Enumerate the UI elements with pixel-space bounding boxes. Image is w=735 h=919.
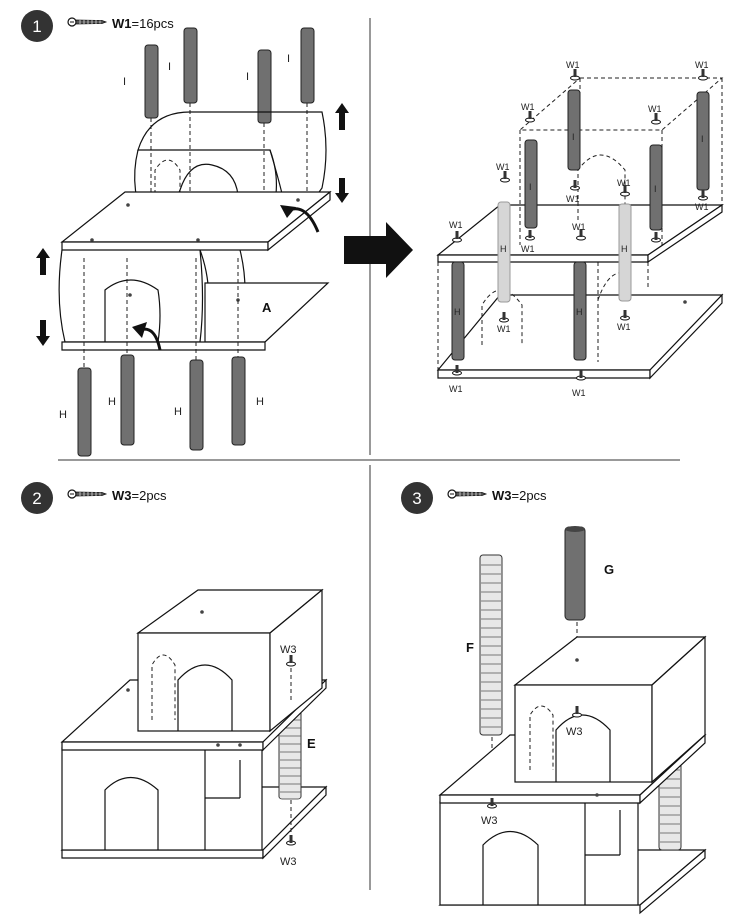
step-2-screw-code: W3: [112, 488, 132, 503]
step-3-screw-qty: =2pcs: [512, 488, 548, 503]
step-1-number: 1: [32, 17, 41, 36]
step-1-bottom-board: [61, 341, 266, 351]
panel-label-a: A: [262, 300, 272, 315]
screw-icon: [67, 489, 107, 499]
step-2-upper-cube-front: [137, 632, 271, 732]
screw-label-w1-5: W1: [496, 162, 510, 172]
step-3-spring-f-coils: [481, 564, 501, 728]
part-label-f: F: [466, 640, 474, 655]
post-label-i-1: I: [123, 76, 126, 88]
arrow-up-icon: [36, 248, 50, 275]
post-label-i-3: I: [246, 71, 249, 83]
step-2-screw-qty: =2pcs: [132, 488, 168, 503]
screw-label-w1-7: W1: [449, 220, 463, 230]
big-right-arrow-icon: [344, 222, 413, 278]
screw-label-w1-10: W1: [695, 202, 709, 212]
post-label-h-r4: H: [621, 244, 628, 254]
step-3-upper-cube-front: [514, 684, 653, 783]
arrow-up-icon: [335, 103, 349, 130]
screw-label-w1-2: W1: [695, 60, 709, 70]
step-3-number: 3: [412, 489, 421, 508]
step-3-screw-spec: W3=2pcs: [492, 488, 547, 503]
step-3-spring-f: [479, 554, 503, 736]
post-label-h-1: H: [59, 409, 67, 421]
post-label-h-3: H: [174, 406, 182, 418]
arrow-down-icon: [335, 178, 349, 203]
screw-label-w1-1: W1: [566, 60, 580, 70]
post-label-i-4: I: [287, 53, 290, 65]
step-2-lower-box: [61, 747, 263, 851]
post-label-i-r1: I: [529, 182, 532, 192]
screw-label-w3-2: W3: [280, 856, 297, 868]
post-label-h-4: H: [256, 396, 264, 408]
step-1-top-posts: [144, 27, 315, 124]
screw-label-w1-14: W1: [449, 384, 463, 394]
screw-label-w1-3: W1: [521, 102, 535, 112]
step-3-screw-code: W3: [492, 488, 512, 503]
step-1-lower-arch: [104, 279, 161, 343]
screw-icon: [447, 489, 487, 499]
step-2-screw-spec: W3=2pcs: [112, 488, 167, 503]
post-label-h-r2: H: [576, 307, 583, 317]
screw-label-w1-11: W1: [521, 244, 535, 254]
step-1-screw-qty: =16pcs: [132, 16, 175, 31]
step-1-screw-spec: W1=16pcs: [112, 16, 174, 31]
part-label-g: G: [604, 562, 614, 577]
step-1-guides-bottom: [83, 258, 239, 368]
screw-label-w1-9: W1: [566, 194, 580, 204]
screw-label-w3-1: W3: [280, 644, 297, 656]
post-label-h-r1: H: [454, 307, 461, 317]
post-label-i-2: I: [168, 61, 171, 73]
step-2-number: 2: [32, 489, 41, 508]
screw-icon: [67, 17, 107, 27]
post-label-i-r3: I: [654, 184, 657, 194]
part-label-e: E: [307, 736, 316, 751]
step-1-bottom-posts: [77, 354, 246, 457]
post-label-i-r2: I: [572, 132, 575, 142]
post-label-h-2: H: [108, 396, 116, 408]
arrow-down-icon: [36, 320, 50, 346]
step-2-screw-bottom: [286, 834, 296, 846]
step-1-badge: [21, 10, 53, 42]
step-3-badge: [401, 482, 433, 514]
screw-label-w1-6: W1: [617, 178, 631, 188]
post-label-h-r3: H: [500, 244, 507, 254]
step-1-screw-code: W1: [112, 16, 132, 31]
screw-label-w1-4: W1: [648, 104, 662, 114]
post-label-i-r4: I: [701, 134, 704, 144]
screw-label-w3-4: W3: [481, 815, 498, 827]
screw-label-w1-13: W1: [497, 324, 511, 334]
step-3-post-g: [564, 526, 586, 621]
step-2-badge: [21, 482, 53, 514]
step-1-middle-board: [60, 191, 332, 243]
step-2-spring-coils: [280, 719, 301, 793]
screw-label-w1-8: W1: [572, 222, 586, 232]
screw-label-w1-12: W1: [617, 322, 631, 332]
step-3-lower-box: [439, 801, 639, 906]
screw-label-w3-3: W3: [566, 726, 583, 738]
screw-label-w1-15: W1: [572, 388, 586, 398]
step-1-result-posts: [451, 89, 710, 361]
